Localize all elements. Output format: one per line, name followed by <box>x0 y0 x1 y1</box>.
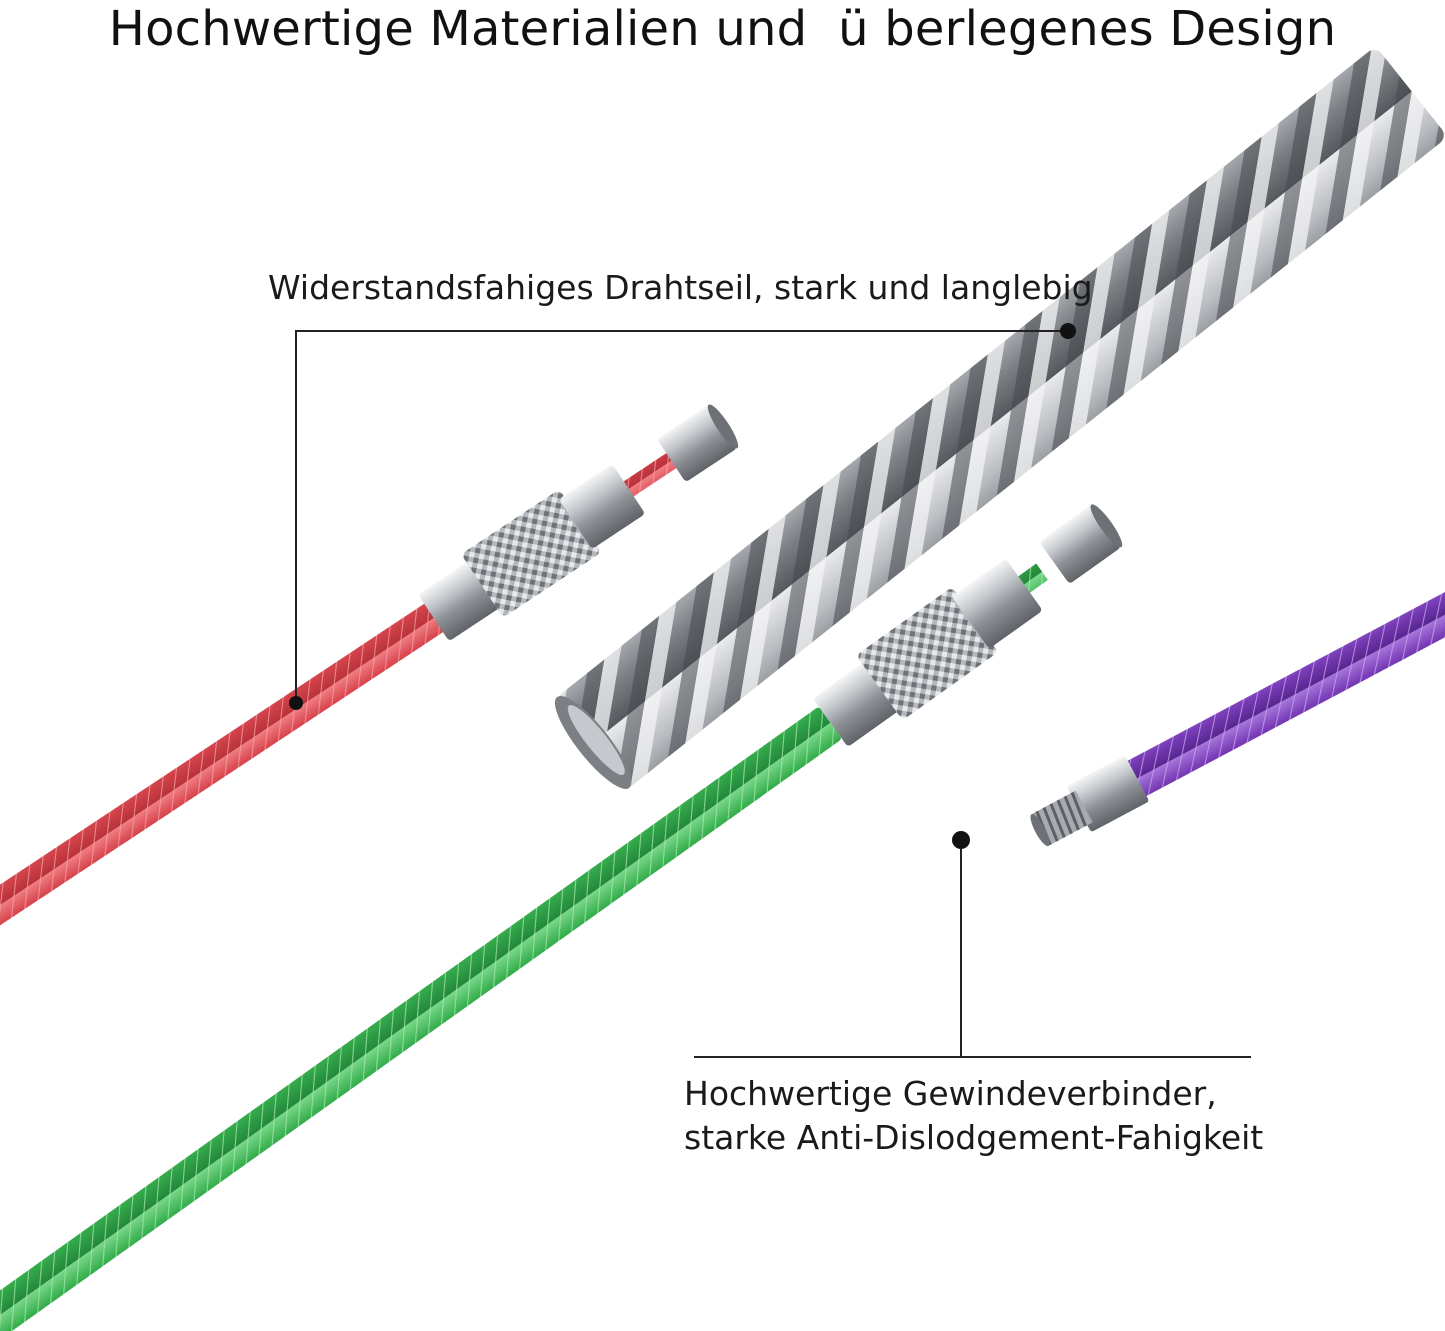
green-cable-connector <box>814 504 1123 746</box>
connector-callout-line2: starke Anti-Dislodgement-Fahigkeit <box>684 1118 1264 1157</box>
dot-marker-icon <box>289 696 303 710</box>
dot-marker-icon <box>1060 323 1076 339</box>
dot-marker-icon <box>952 831 970 849</box>
connector-callout-text: Hochwertige Gewindeverbinder, starke Ant… <box>684 1072 1263 1160</box>
callout-connector <box>694 840 1251 1058</box>
steel-wire-rope <box>554 50 1444 789</box>
purple-cable <box>1119 569 1445 800</box>
callout-wire-rope <box>295 330 1068 703</box>
connector-callout-line1: Hochwertige Gewindeverbinder, <box>684 1074 1217 1113</box>
purple-cable-thread <box>1030 756 1149 847</box>
red-cable-connector <box>419 404 739 640</box>
page-title: Hochwertige Materialien und ü berlegenes… <box>108 1 1337 57</box>
wire-rope-callout-text: Widerstandsfahiges Drahtseil, stark und … <box>268 268 1093 307</box>
